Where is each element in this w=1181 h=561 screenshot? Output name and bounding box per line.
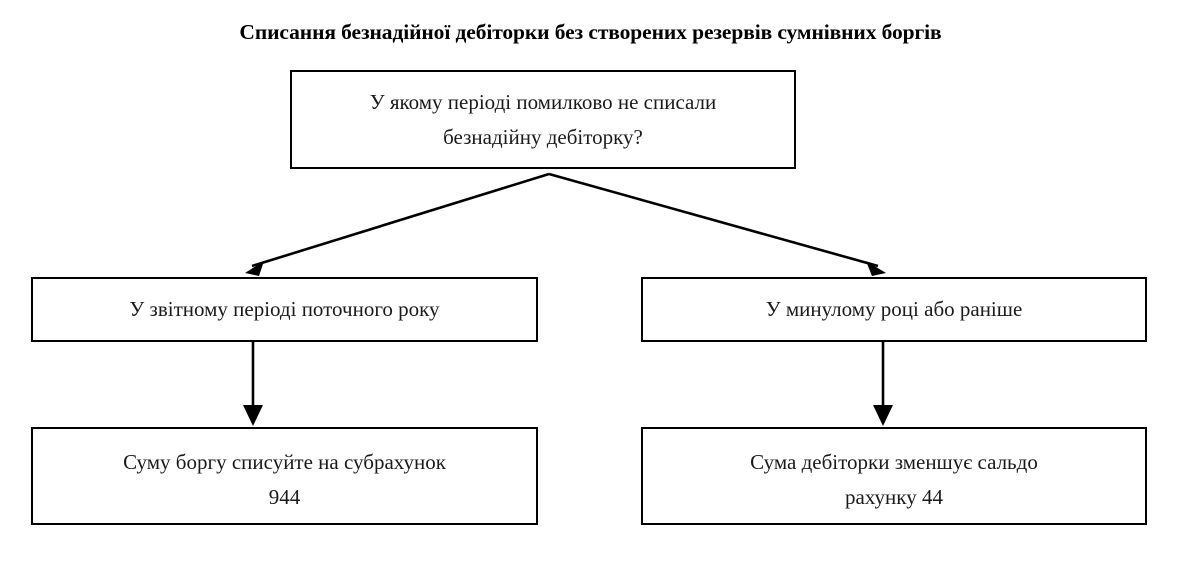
edge-current-period-to-subaccount-944 [243, 342, 263, 426]
node-account-44[interactable]: Сума дебіторки зменшує сальдо рахунку 44 [641, 427, 1147, 525]
node-subaccount-944[interactable]: Суму боргу списуйте на субрахунок 944 [31, 427, 538, 525]
node-current-period-line-1: У звітному періоді поточного року [129, 297, 440, 321]
node-account-44-line-1: Сума дебіторки зменшує сальдо [750, 450, 1038, 474]
node-question-line-2: безнадійну дебіторку? [443, 125, 643, 149]
node-question[interactable]: У якому періоді помилково не списали без… [290, 70, 796, 169]
node-previous-period[interactable]: У минулому році або раніше [641, 277, 1147, 342]
edge-previous-period-to-account-44 [873, 342, 893, 426]
node-subaccount-944-line-1: Суму боргу списуйте на субрахунок [123, 450, 446, 474]
edge-question-to-current-period [245, 172, 550, 276]
node-previous-period-line-1: У минулому році або раніше [765, 297, 1023, 321]
node-subaccount-944-line-2: 944 [268, 485, 301, 509]
page-title: Списання безнадійної дебіторки без створ… [239, 20, 942, 44]
node-question-line-1: У якому періоді помилково не списали [369, 90, 717, 114]
node-current-period[interactable]: У звітному періоді поточного року [31, 277, 538, 342]
edge-question-to-previous-period [548, 172, 886, 276]
node-account-44-line-2: рахунку 44 [845, 485, 943, 509]
